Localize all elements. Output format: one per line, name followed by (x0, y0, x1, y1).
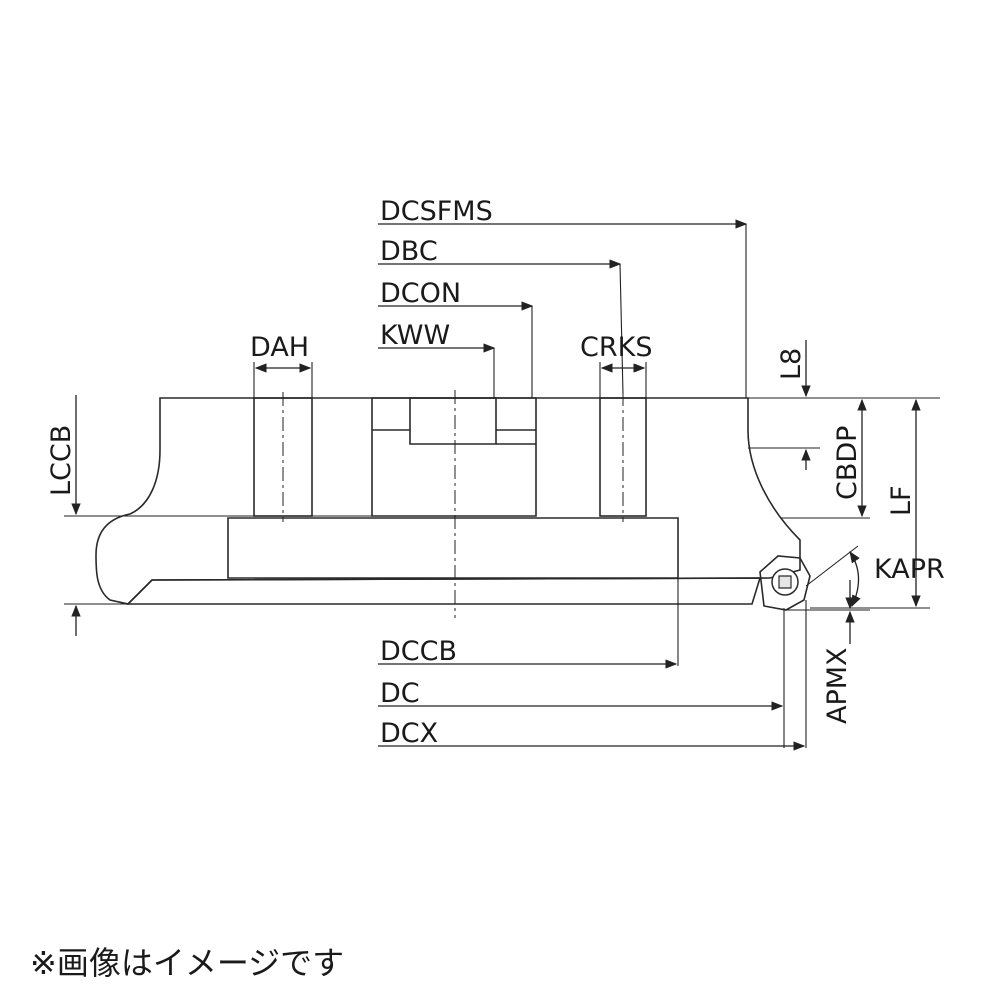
label-dcx: DCX (380, 718, 438, 749)
label-dbc: DBC (380, 236, 438, 267)
label-dcon: DCON (380, 278, 461, 309)
label-l8: L8 (776, 348, 807, 380)
label-cbdp: CBDP (832, 426, 863, 500)
image-note: ※画像はイメージです (30, 944, 345, 982)
insert (759, 555, 811, 611)
label-dccb: DCCB (380, 636, 457, 667)
label-crks: CRKS (580, 332, 652, 363)
label-dcsfms: DCSFMS (380, 196, 493, 227)
label-dc: DC (380, 678, 420, 709)
label-kapr: KAPR (874, 554, 945, 585)
dimension-labels: DCSFMS DBC DCON KWW DAH CRKS DCCB DC DCX… (46, 196, 945, 749)
keyway-slot (409, 397, 497, 445)
label-kww: KWW (380, 320, 450, 351)
label-dah: DAH (250, 332, 309, 363)
label-apmx: APMX (822, 647, 853, 724)
label-lccb: LCCB (46, 425, 77, 496)
bottom-face (126, 577, 762, 605)
bore-solid (371, 397, 537, 517)
face-recess (227, 517, 679, 579)
label-lf: LF (886, 485, 917, 516)
dimension-lines (64, 219, 940, 751)
cutter-body (95, 390, 801, 618)
body-section-hatched (95, 397, 801, 605)
